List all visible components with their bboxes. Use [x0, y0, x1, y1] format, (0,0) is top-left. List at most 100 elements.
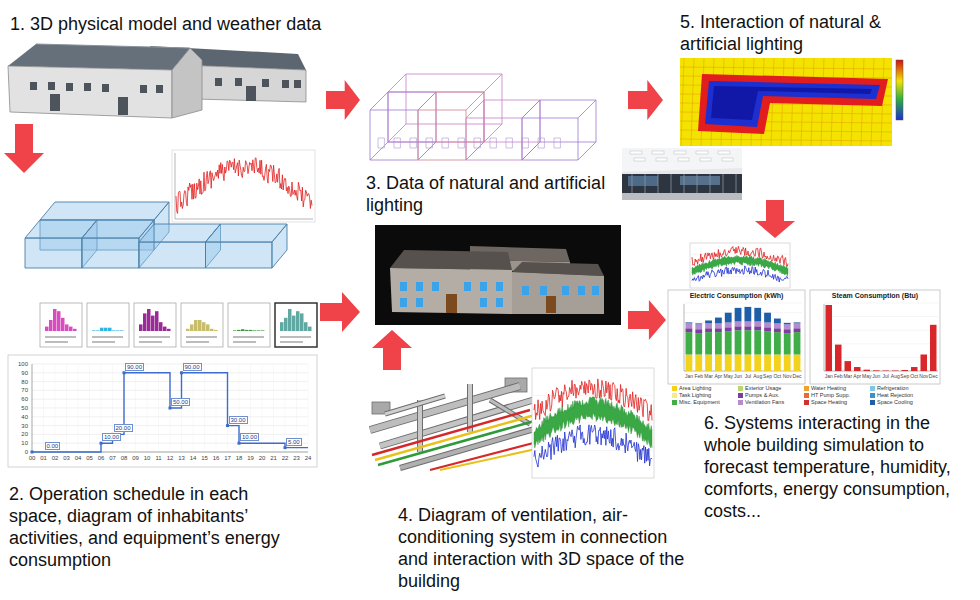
legend-text: Ventilation Fans	[745, 400, 784, 406]
wire-edge	[418, 110, 466, 111]
schedule-marker	[123, 371, 126, 374]
office-photo-part	[645, 174, 646, 193]
consumption-bar	[774, 323, 781, 328]
wire-window	[458, 138, 464, 148]
building-model-part	[84, 83, 91, 91]
step-panel: 5. Interaction of natural & artificial l…	[665, 5, 975, 198]
grid-line	[32, 408, 308, 409]
steam-bar	[911, 367, 918, 371]
schedule-marker	[169, 407, 172, 410]
hvac-ducts-part	[417, 400, 423, 452]
axis-tick: 11	[155, 455, 161, 461]
wire-edge	[436, 92, 484, 93]
grid-line	[43, 364, 44, 452]
legend-text: Pumps & Aux.	[745, 393, 780, 399]
consumption-bar	[715, 354, 722, 371]
step-panel: 6. Systems interacting in the whole buil…	[668, 240, 975, 530]
icon-bar	[198, 320, 202, 331]
consumption-bar	[744, 330, 751, 354]
wire-edge	[502, 74, 503, 124]
consumption-bar	[774, 354, 781, 371]
axis-tick: 17	[224, 455, 231, 461]
icon-bar	[143, 313, 147, 331]
office-photo-part	[656, 158, 667, 161]
consumption-bar	[744, 307, 751, 322]
zone-block	[25, 238, 82, 268]
chart-frame	[810, 290, 940, 384]
grid-line	[135, 364, 136, 452]
wire-window	[426, 138, 432, 148]
month-label: May	[862, 374, 871, 379]
axis-tick: 09	[132, 455, 139, 461]
wire-edge	[436, 92, 437, 142]
consumption-bar	[705, 354, 712, 371]
wire-window	[442, 138, 448, 148]
grid-line	[216, 364, 217, 452]
icon-bar	[284, 318, 288, 331]
wire-window	[554, 138, 560, 148]
steam-chart	[810, 290, 940, 384]
wire-edge	[484, 92, 485, 142]
grid-line	[32, 364, 33, 452]
legend-swatch	[804, 393, 809, 398]
wire-edge	[370, 142, 388, 160]
consumption-bar	[794, 323, 801, 328]
icon-caption-mark	[139, 341, 162, 342]
hvac-ducts	[370, 378, 545, 470]
month-label: Jul	[745, 374, 751, 379]
steam-bar	[873, 370, 880, 372]
step-caption: 6. Systems interacting in the whole buil…	[704, 412, 972, 522]
step-caption: 2. Operation schedule in each space, dia…	[9, 483, 299, 571]
schedule-marker	[180, 371, 183, 374]
office-photo-part	[674, 151, 686, 154]
building-model-part	[294, 80, 301, 88]
wire-edge	[484, 100, 485, 142]
min-temperature-line	[534, 425, 652, 467]
office-photo-part	[700, 158, 711, 161]
axis-tick: 10	[21, 440, 28, 446]
icon-bar	[257, 330, 261, 332]
axis-tick: 16	[213, 455, 220, 461]
render-view-part	[400, 298, 407, 307]
chart-axis	[175, 219, 313, 220]
wire-window	[490, 138, 496, 148]
daylight-grid	[680, 58, 892, 146]
steam-bar	[892, 370, 899, 372]
office-photo-part	[678, 158, 689, 161]
schedule-icon	[181, 303, 223, 347]
hvac-ducts-part	[385, 396, 445, 414]
step-caption: 1. 3D physical model and weather data	[10, 13, 321, 35]
building-model-part	[140, 85, 147, 93]
schedule-marker	[100, 442, 103, 445]
value-label: 5.00	[286, 438, 302, 446]
step-caption: 5. Interaction of natural & artificial l…	[680, 11, 895, 55]
grid-line	[690, 276, 790, 277]
icon-bar	[292, 316, 296, 331]
axis-tick: 15	[201, 455, 208, 461]
consumption-bar	[695, 323, 702, 325]
consumption-bar	[744, 321, 751, 326]
zone-block	[82, 220, 154, 238]
schedule-icon	[275, 303, 317, 347]
building-model-part	[48, 82, 55, 90]
consumption-bar	[784, 354, 791, 371]
office-photo-part	[628, 176, 658, 186]
axis-tick: 0	[25, 449, 28, 455]
axis-tick: 50	[21, 405, 28, 411]
zone-block	[139, 242, 206, 268]
consumption-bar	[754, 308, 761, 322]
office-photo-part	[622, 148, 742, 172]
chart-axis	[824, 304, 825, 371]
wire-edge	[484, 100, 540, 101]
wire-edge	[418, 92, 436, 110]
flow-arrow	[372, 330, 412, 370]
consumption-bar	[715, 328, 722, 332]
icon-bar	[214, 330, 218, 331]
consumption-bar	[705, 320, 712, 323]
wire-edge	[388, 92, 389, 142]
render-view-part	[522, 286, 529, 295]
grid-line	[684, 303, 802, 304]
grid-line	[824, 330, 938, 331]
month-label: Mar	[704, 374, 713, 379]
flow-arrow	[755, 200, 795, 238]
